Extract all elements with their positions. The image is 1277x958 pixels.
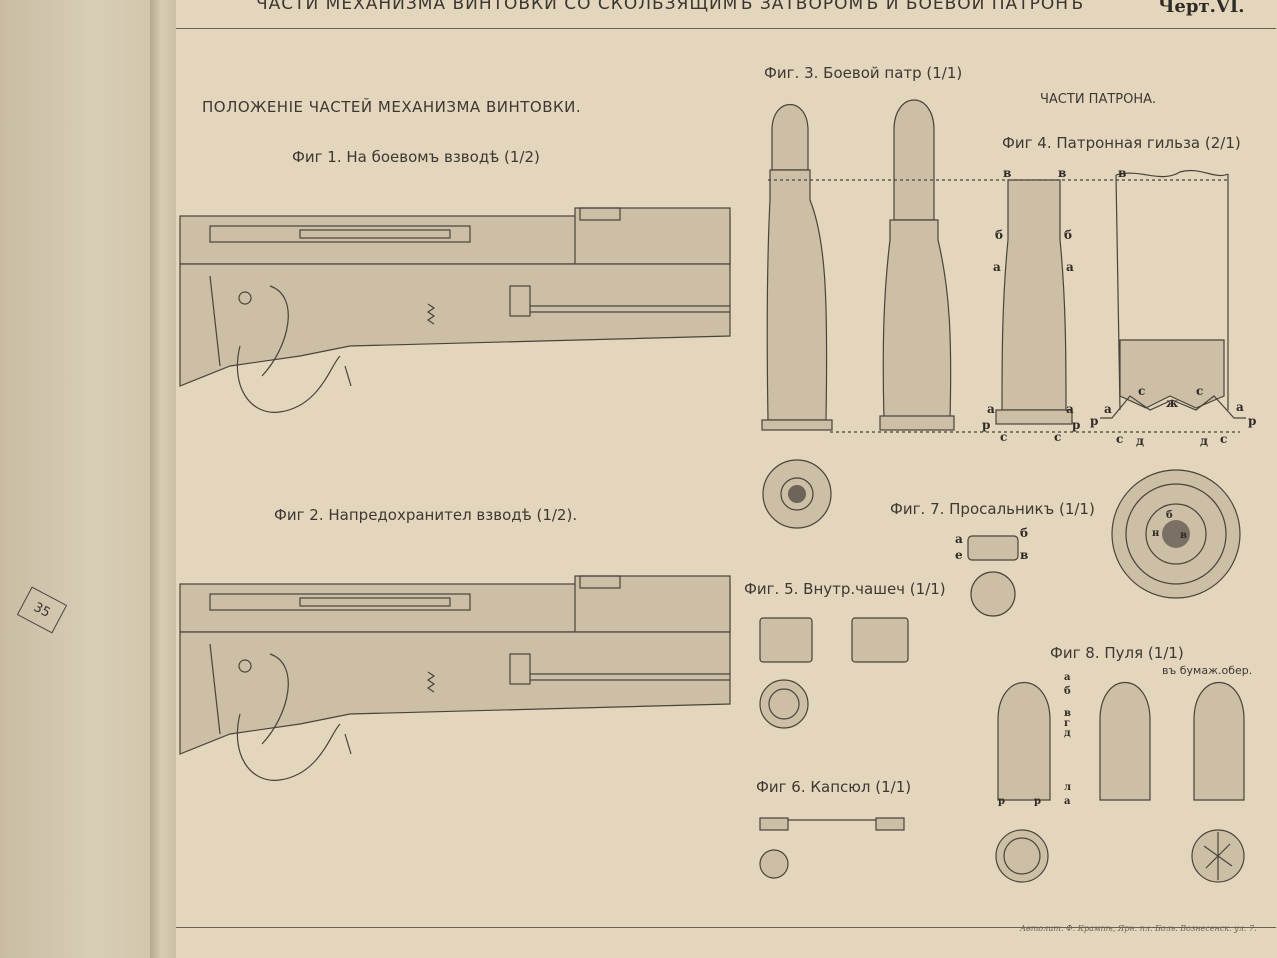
fig4-label-b-right: б (1064, 228, 1073, 242)
fig7-label-v: в (1020, 548, 1029, 562)
fig4s-label-s2-right: с (1220, 432, 1228, 446)
fig4s-label-zh: ж (1166, 396, 1179, 410)
fig7-label-b: б (1020, 526, 1029, 540)
fig4-label-a2-right: а (1066, 402, 1074, 416)
caption-fig5: Фиг. 5. Внутр.чашеч (1/1) (744, 580, 946, 598)
caption-fig2: Фиг 2. Напредохранител взводѣ (1/2). (274, 506, 578, 524)
caption-fig7: Фиг. 7. Просальникъ (1/1) (890, 500, 1095, 518)
fig7-label-a: а (955, 532, 963, 546)
fig8-bullets (995, 682, 1245, 883)
caption-fig8: Фиг 8. Пуля (1/1) (1050, 644, 1184, 662)
caption-fig4: Фиг 4. Патронная гильза (2/1) (1002, 134, 1241, 152)
fig4-case-section (1100, 170, 1246, 599)
fig4s-label-d-left: д (1136, 434, 1144, 448)
caption-fig1: Фиг 1. На боевомъ взводѣ (1/2) (292, 148, 540, 166)
left-page-margin (0, 0, 160, 958)
fig4-base-label-v: в (1180, 530, 1187, 541)
fig4-base-label-b: б (1166, 510, 1173, 521)
fig4-base-label-n: н (1152, 528, 1160, 539)
fig7-label-e: е (955, 548, 963, 562)
fig4-label-b-left: б (995, 228, 1004, 242)
fig8-label-g: г (1064, 718, 1071, 729)
fig8-label-r-right: р (1034, 796, 1041, 807)
fig4-label-a-left: а (993, 260, 1001, 274)
plate-title: ЧАСТИ МЕХАНИЗМА ВИНТОВКИ СО СКОЛЬЗЯЩИМЪ … (256, 0, 1085, 14)
plate-paper (160, 0, 1277, 958)
fig8-label-a: а (1064, 672, 1071, 683)
fig7-wad (967, 535, 1019, 617)
fig4-label-r-right: р (1072, 418, 1081, 432)
fig8-label-a2: а (1064, 796, 1071, 807)
fig4s-label-v: в (1118, 166, 1127, 180)
fig4-label-v-left: в (1003, 166, 1012, 180)
caption-fig6: Фиг 6. Капсюл (1/1) (756, 778, 912, 796)
fig3-cartridge-section (879, 99, 955, 431)
fig4-label-r-left: р (982, 418, 991, 432)
section-title-cartridge: ЧАСТИ ПАТРОНА. (1040, 92, 1157, 107)
fig1-rifle-cocked (179, 207, 731, 413)
fig4s-label-a-left: а (1104, 402, 1112, 416)
fig4s-label-s2-left: с (1116, 432, 1124, 446)
fig6-primer (759, 817, 905, 879)
fig8-label-v: в (1064, 708, 1071, 719)
section-title-rifle: ПОЛОЖЕНІЕ ЧАСТЕЙ МЕХАНИЗМА ВИНТОВКИ. (202, 98, 582, 116)
fig3-cartridge-exterior (761, 104, 833, 529)
fig2-rifle-safety (179, 575, 731, 781)
caption-fig8-note: въ бумаж.обер. (1162, 664, 1253, 677)
fig8-label-d: д (1064, 728, 1071, 739)
fig4s-label-d-right: д (1200, 434, 1208, 448)
fig4-case-exterior (995, 179, 1073, 425)
page-fold (150, 0, 176, 958)
fig8-label-l: л (1064, 782, 1072, 793)
fig4-label-v-right: в (1058, 166, 1067, 180)
fig4-label-s-left: с (1000, 430, 1008, 444)
fig4s-label-s-left: с (1138, 384, 1146, 398)
plate-number: Черт.VI. (1158, 0, 1245, 17)
fig8-label-b: б (1064, 686, 1071, 697)
fig4-label-a-right: а (1066, 260, 1074, 274)
fig4s-label-r-right: р (1248, 414, 1257, 428)
plate-frame (176, 28, 1276, 928)
fig4s-label-s-right: с (1196, 384, 1204, 398)
caption-fig3: Фиг. 3. Боевой патр (1/1) (764, 64, 963, 82)
fig4-label-a2-left: а (987, 402, 995, 416)
fig5-inner-cup (759, 617, 909, 729)
fig4s-label-r-left: р (1090, 414, 1099, 428)
fig4s-label-a-right: а (1236, 400, 1244, 414)
printer-imprint: Автолит. Ф. Крампѣ, Ярн. пл. Боль. Возне… (1020, 924, 1257, 933)
fig8-label-r-left: р (998, 796, 1005, 807)
fig4-label-s-right: с (1054, 430, 1062, 444)
